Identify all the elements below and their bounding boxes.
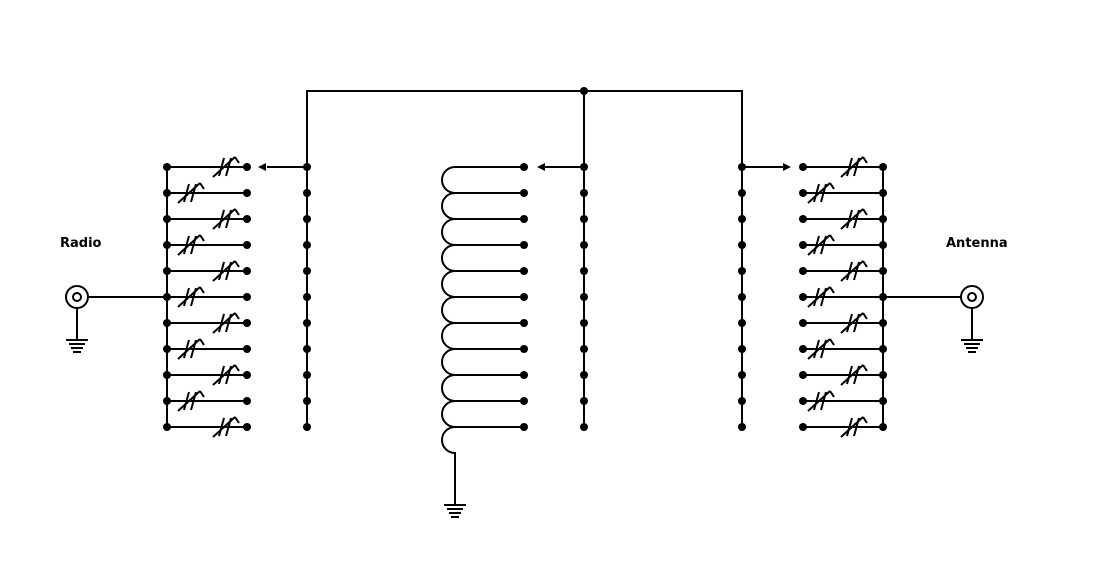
left-switch-position-dot — [303, 267, 311, 275]
right-switch-position-dot — [738, 241, 746, 249]
inductor-tap-dot — [520, 293, 528, 301]
right-cap-bus-dot — [879, 397, 887, 405]
left-switch-contact — [243, 293, 251, 301]
left-variable-capacitor — [212, 260, 240, 282]
left-switch-contact — [243, 189, 251, 197]
right-variable-capacitor — [840, 312, 868, 334]
right-switch-position-dot — [738, 397, 746, 405]
antenna-ground-icon — [961, 339, 983, 353]
inductor-tap-dot — [520, 267, 528, 275]
left-variable-capacitor — [212, 312, 240, 334]
left-switch-position-dot — [303, 345, 311, 353]
right-switch-position-dot — [738, 215, 746, 223]
left-switch-position-dot — [303, 397, 311, 405]
inductor-switch-position-dot — [580, 423, 588, 431]
left-switch-position-dot — [303, 241, 311, 249]
right-variable-capacitor — [807, 182, 835, 204]
left-switch-contact — [243, 371, 251, 379]
right-variable-capacitor — [840, 364, 868, 386]
inductor-switch-position-dot — [580, 397, 588, 405]
right-variable-capacitor — [840, 260, 868, 282]
inductor-tap-dot — [520, 345, 528, 353]
inductor-tap-dot — [520, 189, 528, 197]
inductor-tap-dot — [520, 215, 528, 223]
left-switch-contact — [243, 397, 251, 405]
left-switch-wiper-arrow — [258, 163, 266, 171]
right-cap-bus-dot — [879, 241, 887, 249]
right-switch-position-dot — [738, 371, 746, 379]
left-switch-position-dot — [303, 319, 311, 327]
right-variable-capacitor — [840, 416, 868, 438]
left-switch-position-dot — [303, 371, 311, 379]
left-switch-contact — [243, 215, 251, 223]
inductor-tap-dot — [520, 163, 528, 171]
right-switch-position-dot — [738, 189, 746, 197]
right-cap-bus-dot — [879, 163, 887, 171]
right-switch-position-dot — [738, 267, 746, 275]
left-variable-capacitor — [177, 234, 205, 256]
left-switch-position-dot — [303, 189, 311, 197]
antenna-connector — [960, 285, 984, 309]
left-switch-position-dot — [303, 423, 311, 431]
antenna-connector-inner — [967, 292, 977, 302]
right-cap-bus-dot — [879, 189, 887, 197]
inductor-switch-position-dot — [580, 241, 588, 249]
left-switch-position-dot — [303, 215, 311, 223]
inductor-switch-position-dot — [580, 319, 588, 327]
right-cap-bus-dot — [879, 371, 887, 379]
antenna-label: Antenna — [946, 236, 1008, 251]
tapped-inductor-coil — [441, 166, 524, 505]
right-variable-capacitor — [807, 390, 835, 412]
right-variable-capacitor — [807, 338, 835, 360]
left-variable-capacitor — [177, 286, 205, 308]
inductor-tap-dot — [520, 241, 528, 249]
left-switch-contact — [243, 267, 251, 275]
left-variable-capacitor — [212, 364, 240, 386]
right-cap-bus-dot — [879, 267, 887, 275]
inductor-switch-position-dot — [580, 293, 588, 301]
left-switch-contact — [243, 345, 251, 353]
right-cap-bus-dot — [879, 345, 887, 353]
inductor-tap-dot — [520, 319, 528, 327]
left-switch-contact — [243, 319, 251, 327]
left-variable-capacitor — [177, 338, 205, 360]
radio-connector-inner — [72, 292, 82, 302]
left-variable-capacitor — [212, 208, 240, 230]
left-switch-position-dot — [303, 293, 311, 301]
radio-connector — [65, 285, 89, 309]
inductor-tap-dot — [520, 371, 528, 379]
inductor-switch-position-dot — [580, 345, 588, 353]
right-switch-position-dot — [738, 293, 746, 301]
inductor-switch-position-dot — [580, 215, 588, 223]
right-cap-bus-dot — [879, 319, 887, 327]
right-cap-bus-dot — [879, 215, 887, 223]
right-switch-position-dot — [738, 423, 746, 431]
right-cap-bus-dot — [879, 423, 887, 431]
inductor-switch-position-dot — [580, 371, 588, 379]
inductor-tap-dot — [520, 397, 528, 405]
inductor-tap-dot — [520, 423, 528, 431]
right-variable-capacitor — [840, 156, 868, 178]
inductor-switch-position-dot — [580, 267, 588, 275]
right-variable-capacitor — [840, 208, 868, 230]
left-variable-capacitor — [177, 390, 205, 412]
left-variable-capacitor — [177, 182, 205, 204]
right-switch-wiper-arrow — [783, 163, 791, 171]
inductor-switch-position-dot — [580, 189, 588, 197]
inductor-ground-icon — [444, 504, 466, 518]
right-variable-capacitor — [807, 286, 835, 308]
left-variable-capacitor — [212, 156, 240, 178]
right-switch-position-dot — [738, 345, 746, 353]
left-switch-contact — [243, 241, 251, 249]
left-variable-capacitor — [212, 416, 240, 438]
right-variable-capacitor — [807, 234, 835, 256]
left-switch-contact — [243, 163, 251, 171]
inductor-switch-wiper-arrow — [537, 163, 545, 171]
radio-ground-icon — [66, 339, 88, 353]
left-switch-contact — [243, 423, 251, 431]
radio-label: Radio — [60, 236, 102, 251]
right-switch-position-dot — [738, 319, 746, 327]
